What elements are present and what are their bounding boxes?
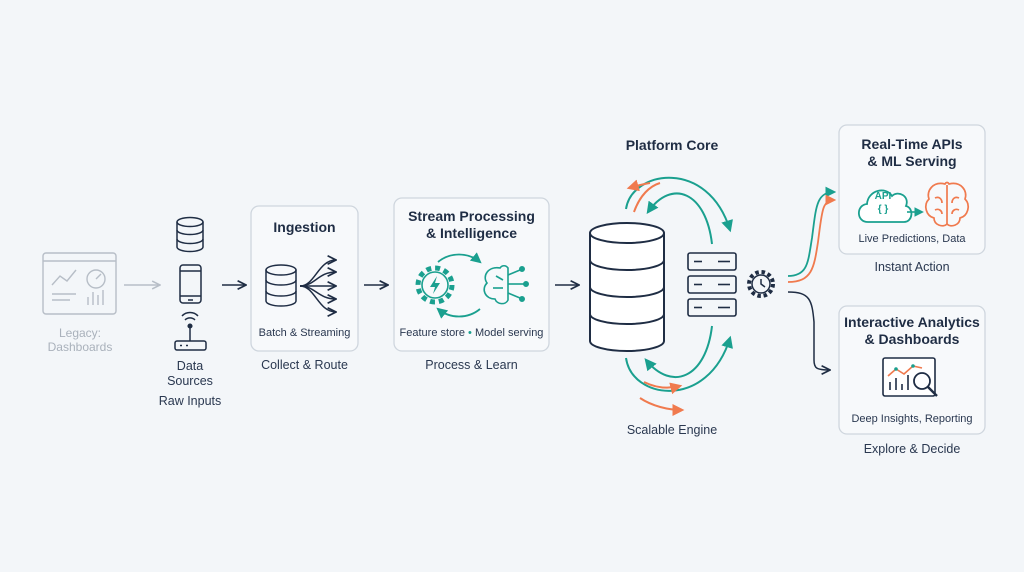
ml-brain-icon: [924, 181, 970, 227]
analytics-caption: Explore & Decide: [863, 442, 961, 456]
sources-label-line1: Data: [176, 359, 204, 373]
arrow-core-to-realtime-orange: [787, 194, 837, 283]
server-rack-icon: [687, 252, 737, 317]
gear-lightning-icon: [415, 265, 455, 305]
ingestion-title: Ingestion: [273, 219, 336, 235]
sources-caption: Raw Inputs: [158, 394, 222, 408]
router-icon: [174, 311, 207, 351]
api-cloud-icon: [857, 189, 924, 223]
brain-circuit-icon: [483, 264, 529, 305]
core-title: Platform Core: [625, 137, 719, 153]
processing-title-line1: Stream Processing: [408, 208, 535, 224]
smartphone-icon: [179, 264, 202, 304]
cycle-arrow-bottom: [436, 307, 481, 319]
arrow-core-to-analytics: [787, 291, 830, 370]
legacy-label-line1: Legacy:: [58, 326, 102, 340]
api-text: API: [874, 191, 892, 202]
core-caption: Scalable Engine: [626, 423, 718, 437]
database-icon: [176, 216, 204, 253]
gear-clock-icon: [747, 270, 775, 298]
ingestion-subtitle: Batch & Streaming: [258, 327, 351, 339]
analytics-chart-icon: [882, 357, 938, 397]
core-database-icon: [589, 222, 665, 352]
sources-label-line2: Sources: [167, 374, 213, 388]
processing-subtitle-part1: Feature store: [399, 327, 465, 339]
ingestion-caption: Collect & Route: [261, 358, 348, 372]
processing-subtitle-sep: •: [468, 327, 472, 339]
processing-caption: Process & Learn: [425, 358, 518, 372]
realtime-title-line1: Real-Time APIs: [861, 136, 963, 152]
legacy-dashboard-icon: [42, 252, 117, 315]
cycle-arrow-top: [437, 252, 482, 264]
ingestion-icon: [265, 260, 336, 312]
analytics-subtitle: Deep Insights, Reporting: [851, 413, 973, 425]
realtime-caption: Instant Action: [874, 260, 950, 274]
legacy-label-line2: Dashboards: [47, 340, 113, 354]
realtime-title-line2: & ML Serving: [867, 153, 957, 169]
analytics-title-line1: Interactive Analytics: [844, 314, 980, 330]
processing-subtitle: Feature store • Model serving: [394, 327, 549, 339]
processing-subtitle-part2: Model serving: [474, 327, 544, 339]
core-cycle-arrows: [625, 176, 733, 416]
api-braces: { }: [877, 204, 889, 215]
analytics-title-line2: & Dashboards: [864, 331, 960, 347]
processing-box: [393, 197, 550, 352]
processing-title-line2: & Intelligence: [425, 225, 518, 241]
realtime-subtitle: Live Predictions, Data: [858, 233, 966, 245]
arrow-core-to-realtime-teal: [787, 186, 837, 277]
